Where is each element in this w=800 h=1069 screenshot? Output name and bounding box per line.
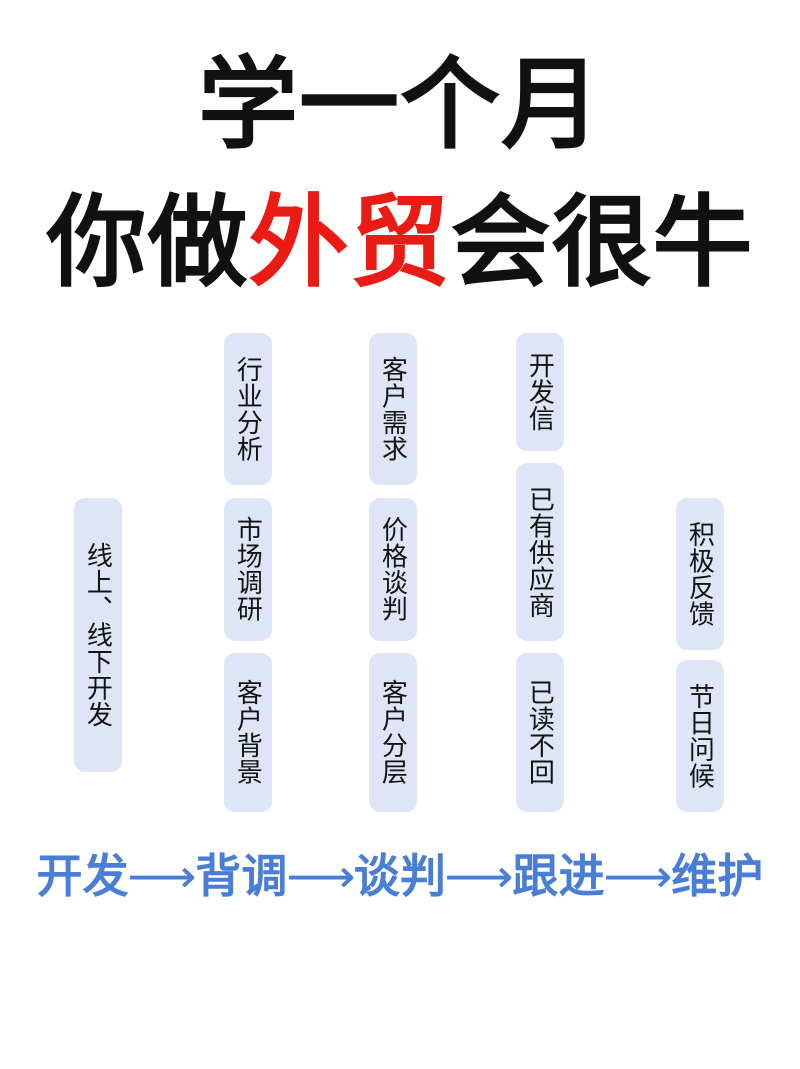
pill-label: 节日问候 bbox=[685, 682, 716, 790]
pill-negotiation-1[interactable]: 客户需求 bbox=[369, 333, 417, 485]
pill-research-1[interactable]: 行业分析 bbox=[224, 333, 272, 485]
pill-follow-up-3[interactable]: 已读不回 bbox=[516, 653, 564, 812]
flow-step-3[interactable]: 谈判 bbox=[353, 850, 447, 902]
process-flow: 开发⟶背调⟶谈判⟶跟进⟶维护 bbox=[0, 840, 800, 906]
flow-arrow-icon: ⟶ bbox=[444, 850, 515, 902]
pill-negotiation-2[interactable]: 价格谈判 bbox=[369, 498, 417, 641]
headline-line-1: 学一个月 bbox=[198, 49, 602, 161]
headline-line-2-after: 会很牛 bbox=[450, 187, 754, 299]
pill-label: 客户需求 bbox=[378, 355, 409, 463]
pill-label: 积极反馈 bbox=[685, 520, 716, 628]
pill-negotiation-3[interactable]: 客户分层 bbox=[369, 653, 417, 812]
pill-maintenance-1[interactable]: 积极反馈 bbox=[676, 498, 724, 650]
flow-step-5[interactable]: 维护 bbox=[671, 850, 764, 902]
pill-research-2[interactable]: 市场调研 bbox=[224, 498, 272, 641]
pill-label: 线上、线下开发 bbox=[83, 542, 114, 728]
flow-step-4[interactable]: 跟进 bbox=[512, 850, 605, 902]
flow-arrow-icon: ⟶ bbox=[127, 850, 197, 902]
pill-label: 已读不回 bbox=[525, 679, 556, 786]
pill-follow-up-1[interactable]: 开发信 bbox=[516, 333, 564, 451]
pill-label: 行业分析 bbox=[233, 355, 264, 463]
headline-line-2: 你做外贸会很牛 bbox=[0, 190, 800, 296]
pill-channel-1[interactable]: 线上、线下开发 bbox=[74, 498, 122, 772]
headline-line-2-before: 你做 bbox=[46, 187, 249, 299]
headline-block: 学一个月 你做外贸会很牛 bbox=[0, 52, 800, 296]
pill-column-research: 行业分析市场调研客户背景 bbox=[220, 325, 276, 825]
flow-arrow-icon: ⟶ bbox=[285, 850, 356, 902]
pill-label: 开发信 bbox=[525, 352, 556, 432]
headline-emphasis: 外贸 bbox=[248, 187, 451, 299]
pill-label: 市场调研 bbox=[233, 516, 264, 623]
pill-maintenance-2[interactable]: 节日问候 bbox=[676, 660, 724, 812]
pill-column-channel: 线上、线下开发 bbox=[70, 325, 126, 825]
pill-column-maintenance: 积极反馈节日问候 bbox=[672, 325, 728, 825]
pill-board: 线上、线下开发 行业分析市场调研客户背景 客户需求价格谈判客户分层 开发信已有供应商已… bbox=[0, 325, 800, 825]
flow-arrow-icon: ⟶ bbox=[603, 850, 673, 902]
pill-follow-up-2[interactable]: 已有供应商 bbox=[516, 463, 564, 641]
pill-column-negotiation: 客户需求价格谈判客户分层 bbox=[365, 325, 421, 825]
flow-step-1[interactable]: 开发 bbox=[36, 850, 129, 902]
pill-label: 客户分层 bbox=[378, 679, 409, 786]
pill-research-3[interactable]: 客户背景 bbox=[224, 653, 272, 812]
pill-label: 已有供应商 bbox=[525, 485, 556, 619]
pill-label: 客户背景 bbox=[233, 679, 264, 786]
flow-step-2[interactable]: 背调 bbox=[195, 850, 288, 902]
pill-label: 价格谈判 bbox=[378, 516, 409, 623]
pill-column-follow-up: 开发信已有供应商已读不回 bbox=[512, 325, 568, 825]
